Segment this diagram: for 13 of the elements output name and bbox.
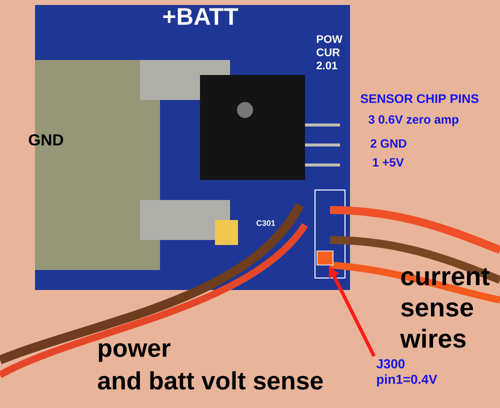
board-print: C301 xyxy=(256,220,276,226)
connector-pin xyxy=(316,250,334,266)
callout-text: J300 pin1=0.4V xyxy=(376,359,438,386)
callout-text: power xyxy=(98,343,170,362)
callout-text: current sense wires xyxy=(400,268,490,348)
board-print: +BATT xyxy=(163,8,238,25)
board-print: POW CUR 2.01 xyxy=(316,35,342,70)
region-label: GND xyxy=(28,134,64,146)
pin-label: 2 GND xyxy=(370,139,406,148)
pin-label: 1 +5V xyxy=(372,158,404,167)
heading: SENSOR CHIP PINS xyxy=(360,94,478,104)
callout-text: and batt volt sense xyxy=(98,371,323,390)
pin-label: 3 0.6V zero amp xyxy=(368,115,458,126)
